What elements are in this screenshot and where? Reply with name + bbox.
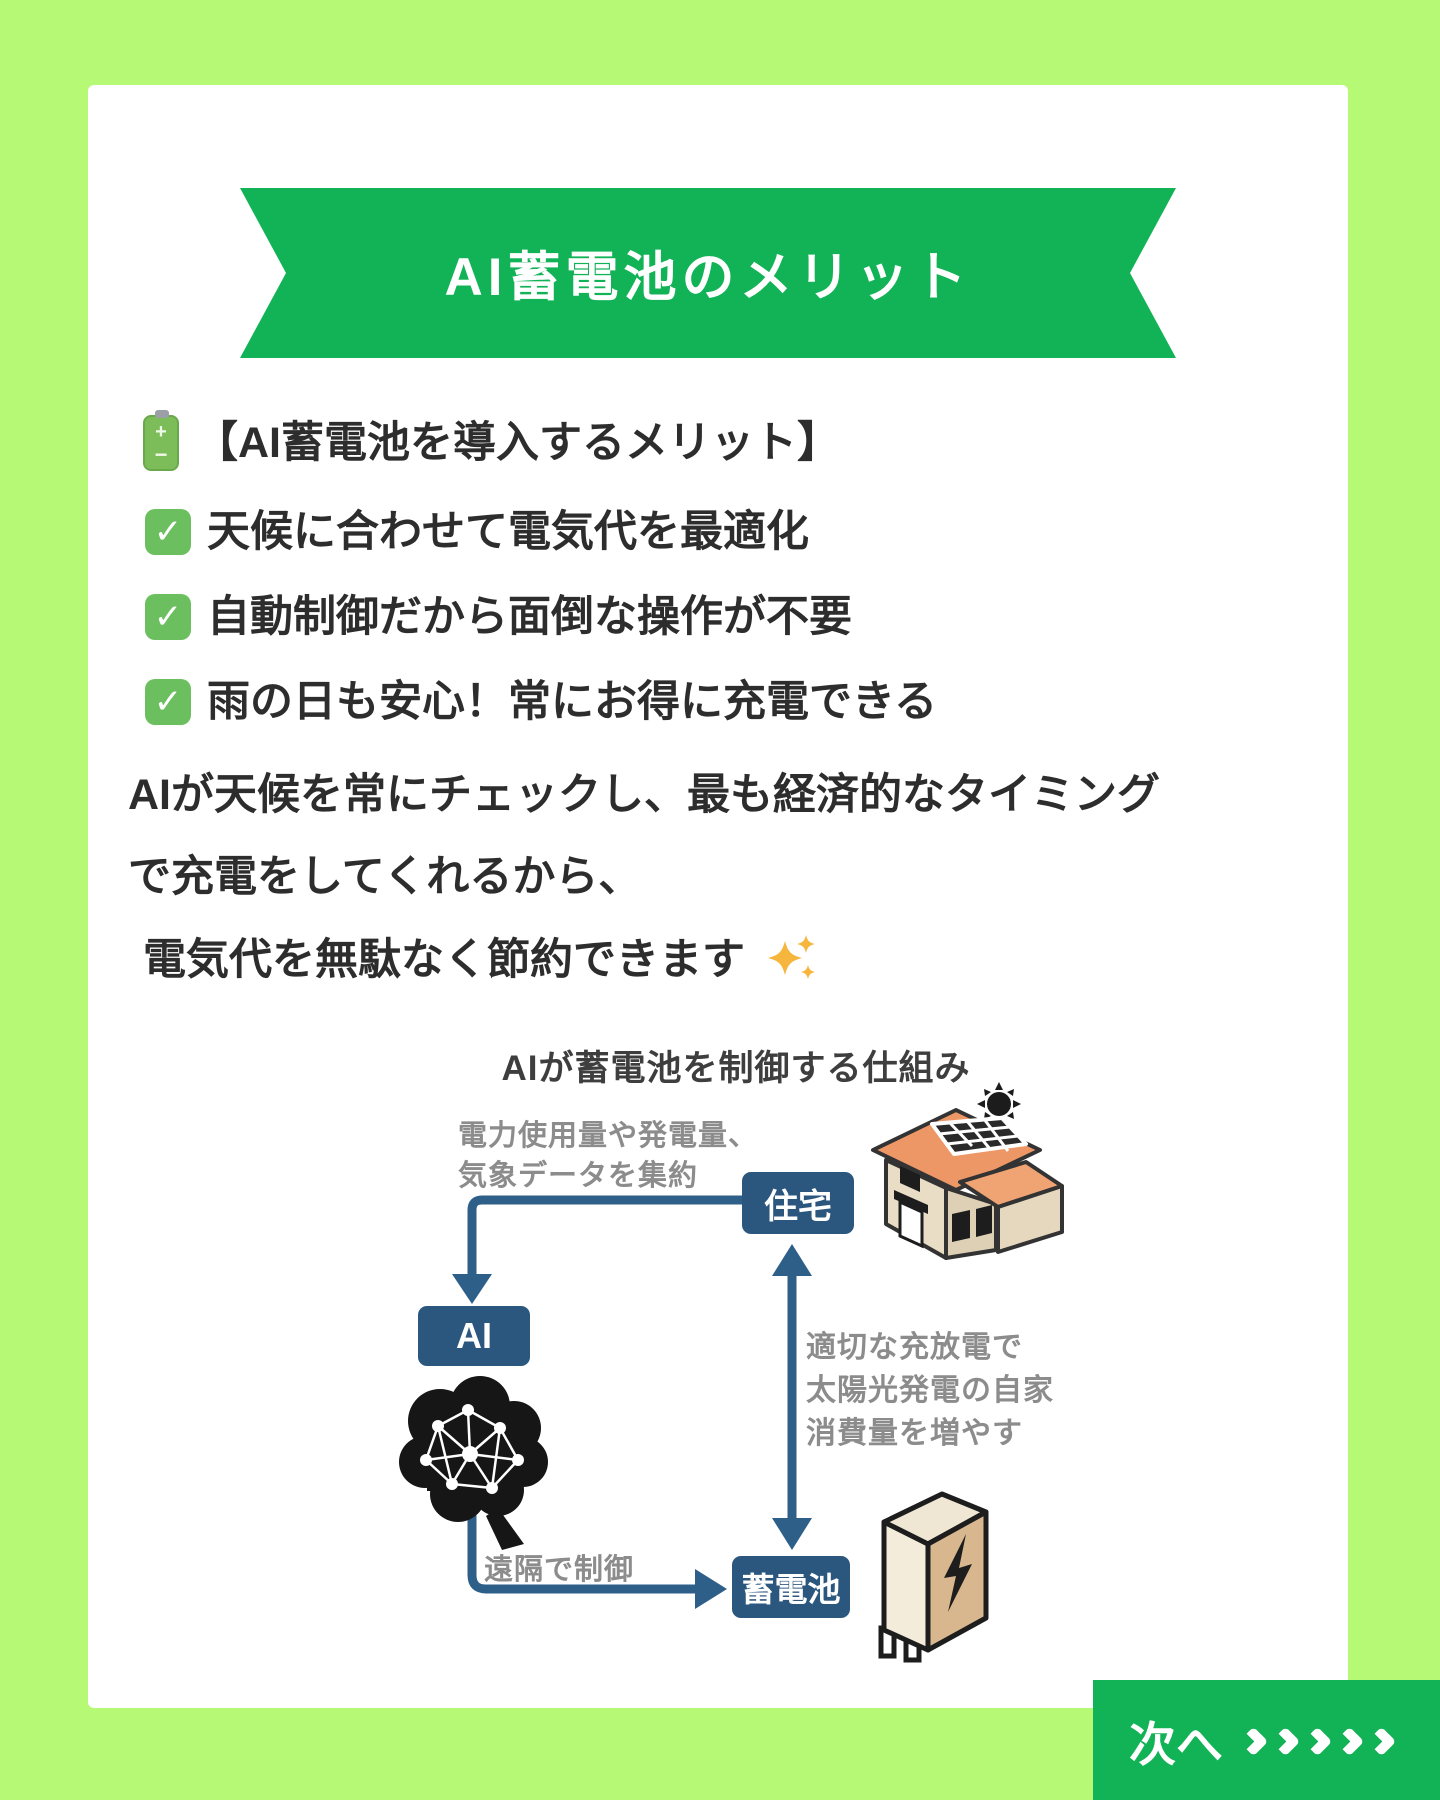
check-icon: ✓ <box>145 509 191 555</box>
page-title: AI蓄電池のメリット <box>444 248 972 307</box>
check-icon: ✓ <box>145 679 191 725</box>
paragraph-line: で充電をしてくれるから、 <box>128 853 642 901</box>
solar-panel <box>930 1116 1028 1156</box>
title-ribbon: AI蓄電池のメリット <box>240 188 1176 358</box>
check-icon: ✓ <box>145 594 191 640</box>
chevron-right-icon <box>1302 1726 1333 1756</box>
checklist-item: ✓ 自動制御だから面倒な操作が不要 <box>145 587 852 647</box>
chevron-right-icon <box>1270 1726 1301 1756</box>
ai-brain-illustration <box>399 1376 548 1550</box>
house-illustration <box>871 1082 1064 1260</box>
diagram-node-ai: AI <box>418 1306 530 1366</box>
paragraph-line: AIが天候を常にチェックし、最も経済的なタイミング <box>128 771 1160 819</box>
checklist-item: ✓ 天候に合わせて電気代を最適化 <box>145 502 809 562</box>
intro-heading-row: + − 【AI蓄電池を導入するメリット】 <box>143 410 840 473</box>
checklist-item: ✓ 雨の日も安心！常にお得に充電できる <box>145 672 937 732</box>
chevron-right-icon <box>1366 1726 1397 1756</box>
diagram-node-battery: 蓄電池 <box>732 1556 850 1618</box>
diagram-label-charge: 適切な充放電で 太陽光発電の自家 消費量を増やす <box>806 1331 1054 1450</box>
diagram-node-house: 住宅 <box>742 1172 854 1234</box>
lightning-bolt-icon <box>944 1534 972 1612</box>
checklist-text: 自動制御だから面倒な操作が不要 <box>207 593 852 641</box>
storage-battery-illustration <box>878 1491 989 1663</box>
checklist-text: 天候に合わせて電気代を最適化 <box>207 508 809 556</box>
sun-icon <box>977 1082 1021 1126</box>
intro-heading: 【AI蓄電池を導入するメリット】 <box>195 419 840 467</box>
next-chevrons <box>1238 1726 1397 1756</box>
paragraph-line: 電気代を無駄なく節約できます <box>143 930 819 990</box>
diagram-label-collect: 電力使用量や発電量、 気象データを集約 <box>458 1120 759 1192</box>
diagram-title: AIが蓄電池を制御する仕組み <box>501 1049 971 1088</box>
next-button[interactable]: 次へ <box>1093 1680 1440 1800</box>
chevron-right-icon <box>1238 1726 1269 1756</box>
checklist-text: 雨の日も安心！常にお得に充電できる <box>207 678 938 726</box>
next-button-label: 次へ <box>1129 1717 1223 1771</box>
chevron-right-icon <box>1334 1726 1365 1756</box>
sparkles-icon <box>768 935 815 979</box>
battery-emoji-icon: + − <box>143 410 179 471</box>
